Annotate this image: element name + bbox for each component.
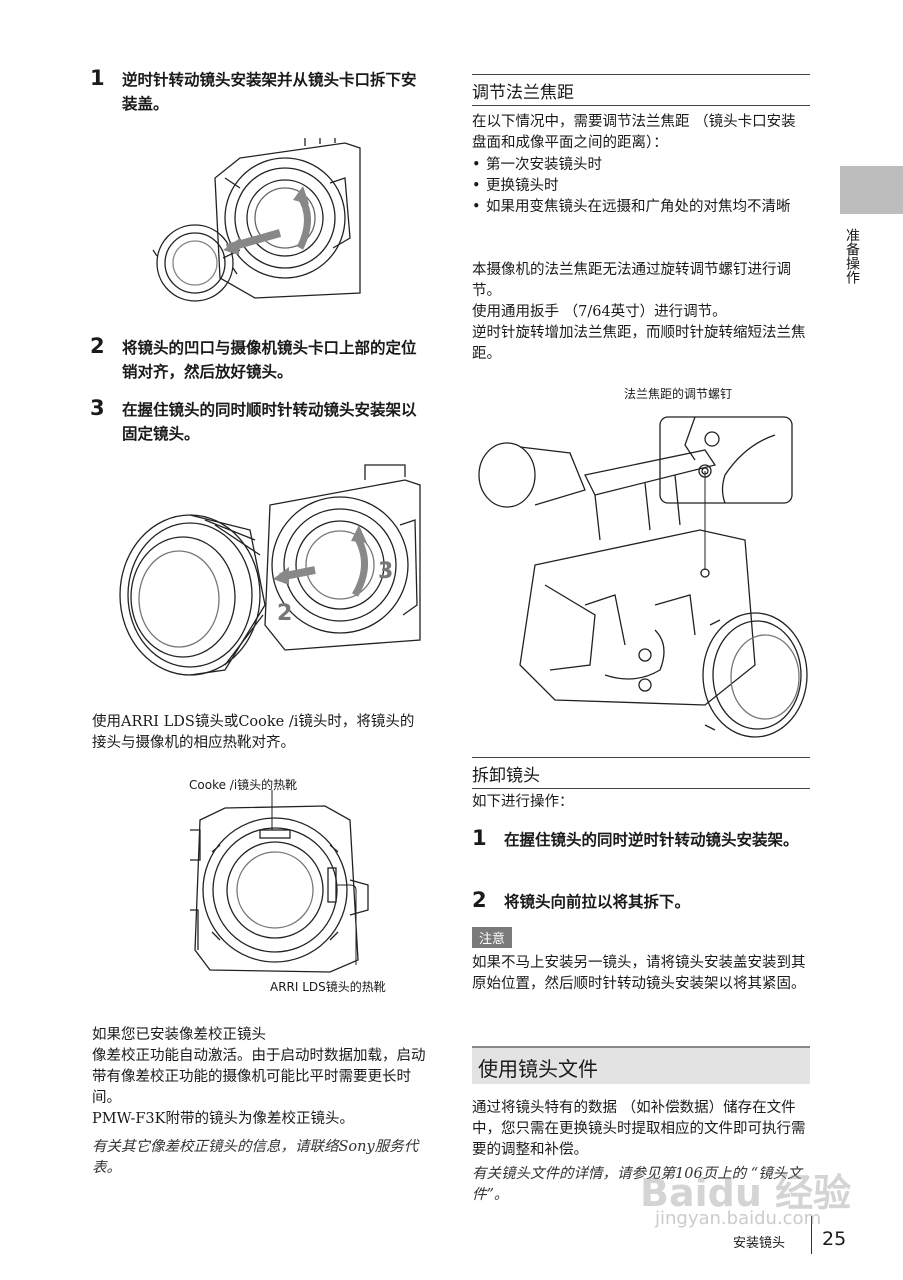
list-item: 更换镜头时 bbox=[472, 176, 810, 197]
list-item: 第一次安装镜头时 bbox=[472, 155, 810, 176]
flange-heading: 调节法兰焦距 bbox=[472, 78, 810, 106]
aberration-para-1: 像差校正功能自动激活。由于启动时数据加载，启动带有像差校正功能的摄像机可能比平时… bbox=[92, 1048, 426, 1106]
lensfile-heading-bar: 使用镜头文件 bbox=[472, 1046, 810, 1084]
cooke-hotshoe-callout: Cooke /i镜头的热靴 bbox=[189, 778, 298, 792]
figure-hot-shoe bbox=[190, 790, 420, 990]
note-badge: 注意 bbox=[472, 927, 513, 948]
lensfile-heading: 使用镜头文件 bbox=[478, 1057, 598, 1081]
flange-screw-callout: 法兰焦距的调节螺钉 bbox=[624, 387, 733, 401]
step-2-number: 2 bbox=[90, 334, 105, 358]
step-3-number: 3 bbox=[90, 396, 105, 420]
remove-step-2-number: 2 bbox=[472, 888, 487, 912]
aberration-note: 有关其它像差校正镜头的信息，请联络Sony服务代表。 bbox=[92, 1139, 419, 1176]
fig-label-3: 3 bbox=[378, 559, 393, 584]
fig-label-2: 2 bbox=[277, 601, 292, 626]
footer-divider bbox=[811, 1216, 812, 1254]
list-item: 如果用变焦镜头在远摄和广角处的对焦均不清晰 bbox=[472, 197, 810, 218]
flange-para-1: 本摄像机的法兰焦距无法通过旋转调节螺钉进行调节。 bbox=[472, 262, 791, 299]
flange-bullet-list: 第一次安装镜头时 更换镜头时 如果用变焦镜头在远摄和广角处的对焦均不清晰 bbox=[472, 155, 810, 218]
aberration-para-2: PMW-F3K附带的镜头为像差校正镜头。 bbox=[92, 1111, 354, 1127]
remove-heading-rule bbox=[472, 757, 810, 758]
arri-hotshoe-callout: ARRI LDS镜头的热靴 bbox=[270, 980, 386, 994]
step-1-text: 逆时针转动镜头安装架并从镜头卡口拆下安装盖。 bbox=[122, 71, 417, 113]
lensfile-note: 有关镜头文件的详情，请参见第106页上的 “镜头文件”。 bbox=[472, 1166, 802, 1203]
watermark-url: jingyan.baidu.com bbox=[655, 1208, 822, 1229]
figure-remove-mount-cap bbox=[145, 138, 365, 302]
side-tab-marker bbox=[840, 166, 903, 214]
figure-attach-lens: 2 3 bbox=[105, 464, 425, 710]
footer-section: 安装镜头 bbox=[733, 1236, 786, 1251]
remove-note-text: 如果不马上安装另一镜头，请将镜头安装盖安装到其原始位置，然后顺时针转动镜头安装架… bbox=[472, 955, 806, 992]
watermark-logo: Baidu 经验 bbox=[640, 1171, 852, 1215]
page-number: 25 bbox=[822, 1228, 847, 1250]
remove-heading: 拆卸镜头 bbox=[472, 761, 810, 789]
remove-step-1-number: 1 bbox=[472, 826, 487, 850]
step-3-text: 在握住镜头的同时顺时针转动镜头安装架以固定镜头。 bbox=[122, 401, 417, 443]
aberration-heading: 如果您已安装像差校正镜头 bbox=[92, 1027, 266, 1043]
step-1-number: 1 bbox=[90, 66, 105, 90]
flange-para-3: 逆时针旋转增加法兰焦距，而顺时针旋转缩短法兰焦距。 bbox=[472, 325, 806, 362]
lensfile-para: 通过将镜头特有的数据 （如补偿数据）储存在文件中，您只需在更换镜头时提取相应的文… bbox=[472, 1100, 806, 1158]
flange-heading-rule bbox=[472, 74, 810, 75]
remove-intro: 如下进行操作： bbox=[472, 794, 574, 810]
arri-cooke-paragraph: 使用ARRI LDS镜头或Cooke /i镜头时，将镜头的接头与摄像机的相应热靴… bbox=[92, 714, 415, 751]
flange-para-2: 使用通用扳手 （7/64英寸）进行调节。 bbox=[472, 304, 727, 320]
flange-intro: 在以下情况中，需要调节法兰焦距 （镜头卡口安装盘面和成像平面之间的距离）： bbox=[472, 114, 796, 151]
side-tab-label: 准备操作 bbox=[844, 228, 860, 284]
remove-step-2-text: 将镜头向前拉以将其拆下。 bbox=[504, 893, 691, 911]
step-2-text: 将镜头的凹口与摄像机镜头卡口上部的定位销对齐，然后放好镜头。 bbox=[122, 339, 417, 381]
remove-step-1-text: 在握住镜头的同时逆时针转动镜头安装架。 bbox=[504, 831, 799, 849]
figure-flange-screw bbox=[475, 405, 808, 740]
